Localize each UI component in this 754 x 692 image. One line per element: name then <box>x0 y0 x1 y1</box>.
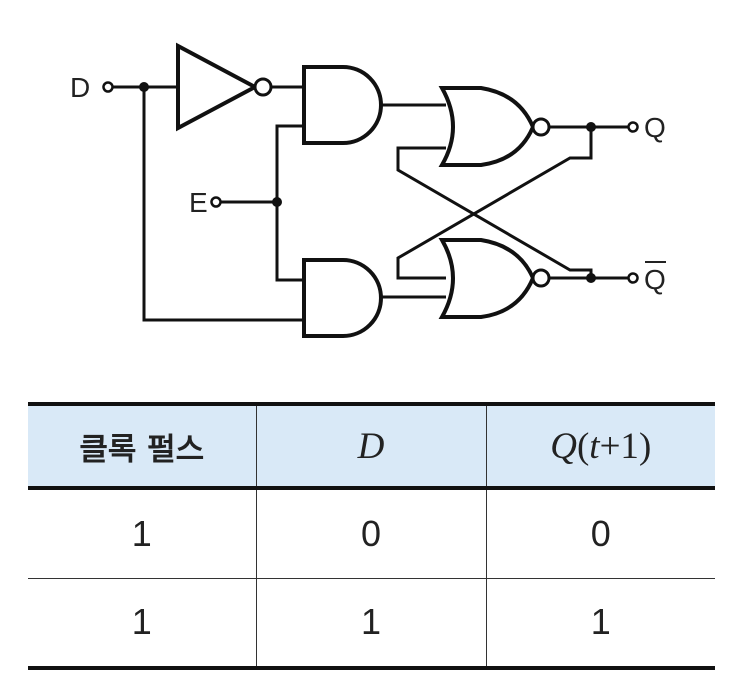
cell-q-next: 1 <box>485 578 715 670</box>
header-clock-pulse: 클록 펄스 <box>28 402 256 490</box>
d-latch-circuit-diagram: D E Q Q <box>70 42 666 338</box>
cell-d: 1 <box>255 578 486 670</box>
terminal-d <box>102 81 114 93</box>
header-q-func: Q <box>550 425 577 467</box>
header-q-plus: +1 <box>599 425 639 467</box>
junction-d <box>139 82 149 92</box>
terminal-q <box>627 121 639 133</box>
terminal-e <box>210 196 222 208</box>
nor-gate-lower-bubble <box>531 268 551 288</box>
label-output-q: Q <box>644 112 666 143</box>
junction-q <box>586 122 596 132</box>
cell-d: 0 <box>255 488 486 579</box>
truth-table-header-row: 클록 펄스 D Q(t+1) <box>28 402 715 490</box>
cell-q-next: 0 <box>485 488 715 579</box>
header-d: D <box>255 402 486 490</box>
not-gate <box>176 42 260 132</box>
label-output-q-bar: Q <box>644 264 666 295</box>
label-input-d: D <box>70 72 90 103</box>
cell-clock: 1 <box>28 488 256 579</box>
nor-gate-lower <box>438 238 536 319</box>
label-input-e: E <box>189 187 208 218</box>
header-q-paren-open: ( <box>576 425 590 467</box>
wire-q-feedback <box>396 127 593 280</box>
nor-gate-upper-bubble <box>531 117 551 137</box>
and-gate-lower <box>302 258 383 338</box>
header-q-t: t <box>589 425 600 467</box>
terminal-q-bar <box>627 272 639 284</box>
junction-q-bar <box>586 273 596 283</box>
header-q-paren-close: ) <box>638 425 652 467</box>
truth-table: 클록 펄스 D Q(t+1) 1 0 0 1 1 1 <box>28 402 715 670</box>
table-row: 1 0 0 <box>28 488 715 579</box>
nor-gate-upper <box>438 86 536 167</box>
junction-e <box>272 197 282 207</box>
header-q-next: Q(t+1) <box>485 402 715 490</box>
not-gate-bubble <box>253 77 273 97</box>
and-gate-upper <box>302 65 383 145</box>
cell-clock: 1 <box>28 578 256 670</box>
table-row: 1 1 1 <box>28 578 715 670</box>
header-d-text: D <box>357 425 385 467</box>
wire-d-to-lower-and <box>142 87 304 322</box>
wire-q-bar-feedback <box>396 146 593 278</box>
